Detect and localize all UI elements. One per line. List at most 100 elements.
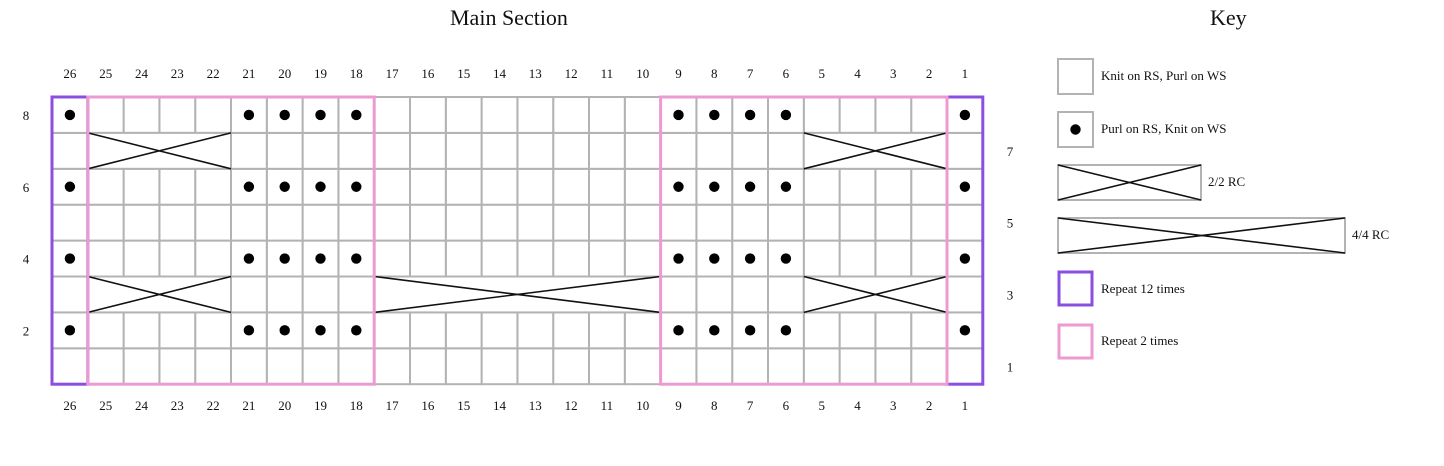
grid-cell	[86, 96, 125, 134]
cable-2-2-rc	[86, 275, 232, 314]
grid-cell	[194, 96, 232, 134]
column-label-top: 7	[747, 66, 754, 81]
grid-cell	[230, 275, 268, 314]
column-label-top: 19	[314, 66, 327, 81]
column-label-bottom: 20	[278, 398, 291, 413]
grid-cell	[409, 203, 447, 242]
cable-strand	[1201, 234, 1346, 254]
column-label-top: 16	[421, 66, 435, 81]
grid-cell	[946, 131, 984, 170]
grid-cell	[659, 275, 698, 314]
cable-strand	[159, 293, 232, 314]
grid-cell	[86, 239, 125, 278]
repeat-box	[86, 95, 376, 386]
grid-cell	[910, 239, 949, 278]
column-label-bottom: 18	[350, 398, 363, 413]
grid-cell	[194, 311, 232, 350]
column-label-bottom: 24	[135, 398, 149, 413]
row-label-left: 6	[23, 180, 30, 195]
grid-cell	[623, 311, 662, 350]
grid-cell	[158, 167, 197, 206]
purl-dot	[279, 181, 290, 192]
grid-cell	[731, 347, 770, 386]
column-label-top: 14	[493, 66, 507, 81]
grid-cell	[838, 167, 877, 206]
grid-cell	[623, 239, 662, 278]
grid-cell	[767, 347, 805, 386]
grid-cell	[444, 203, 483, 242]
grid-cell	[802, 203, 841, 242]
grid-cell	[301, 347, 340, 386]
grid-cell	[767, 275, 805, 314]
column-label-top: 9	[675, 66, 682, 81]
grid-cell	[802, 347, 841, 386]
column-label-bottom: 6	[783, 398, 790, 413]
grid-cell	[122, 239, 161, 278]
column-label-top: 3	[890, 66, 897, 81]
purl-dot	[64, 181, 76, 192]
purl-dot	[351, 109, 362, 121]
column-label-bottom: 12	[565, 398, 578, 413]
grid-cell	[659, 203, 698, 242]
grid-cell	[767, 131, 805, 170]
grid-cell	[552, 203, 591, 242]
grid-cell	[946, 203, 984, 242]
grid-cell	[588, 96, 626, 134]
key-label-purl: Purl on RS, Knit on WS	[1101, 121, 1227, 136]
grid-cell	[86, 311, 125, 350]
column-label-top: 20	[278, 66, 291, 81]
grid-cell	[337, 275, 376, 314]
grid-cell	[444, 167, 483, 206]
grid-cell	[516, 131, 555, 170]
column-label-bottom: 5	[818, 398, 825, 413]
grid-cell	[695, 347, 734, 386]
grid-cell	[265, 131, 304, 170]
cable-strand	[374, 275, 518, 296]
grid-cell	[623, 167, 662, 206]
grid-cell	[588, 167, 626, 206]
grid-cell	[409, 347, 447, 386]
grid-cell	[588, 347, 626, 386]
cable-strand	[1057, 164, 1130, 184]
cable-strand	[517, 293, 661, 314]
purl-dot	[351, 253, 362, 264]
purl-dot	[279, 109, 290, 121]
grid-cell	[874, 239, 913, 278]
column-label-bottom: 2	[926, 398, 933, 413]
grid-cell	[194, 347, 232, 386]
grid-cell	[444, 96, 483, 134]
column-label-bottom: 14	[493, 398, 507, 413]
column-label-top: 23	[171, 66, 184, 81]
grid-cell	[552, 311, 591, 350]
column-label-top: 15	[457, 66, 470, 81]
grid-cell	[337, 347, 376, 386]
row-label-right: 7	[1007, 144, 1014, 159]
cable-2-2-rc	[802, 131, 948, 170]
column-label-bottom: 13	[529, 398, 542, 413]
purl-dot	[673, 325, 684, 336]
grid-cell	[731, 275, 770, 314]
key-symbols	[1057, 58, 1346, 360]
grid-cell	[409, 311, 447, 350]
column-label-top: 22	[207, 66, 220, 81]
grid-cell	[659, 131, 698, 170]
grid-cell	[51, 275, 89, 314]
key-symbol-cable-4-4	[1057, 217, 1346, 254]
grid-cell	[86, 203, 125, 242]
column-label-top: 24	[135, 66, 149, 81]
grid-cell	[86, 167, 125, 206]
grid-cell	[874, 203, 913, 242]
grid-cell	[230, 347, 268, 386]
key-symbol-cable-2-2	[1057, 164, 1202, 201]
purl-dot	[780, 325, 792, 336]
cable-4-4-rc	[373, 275, 662, 314]
column-label-top: 21	[242, 66, 255, 81]
grid-cell	[373, 167, 412, 206]
grid-cell	[623, 131, 662, 170]
grid-cell	[838, 311, 877, 350]
row-label-left: 8	[23, 108, 30, 123]
column-label-bottom: 3	[890, 398, 897, 413]
cable-strand	[87, 132, 160, 152]
grid-cell	[516, 167, 555, 206]
column-label-bottom: 23	[171, 398, 184, 413]
